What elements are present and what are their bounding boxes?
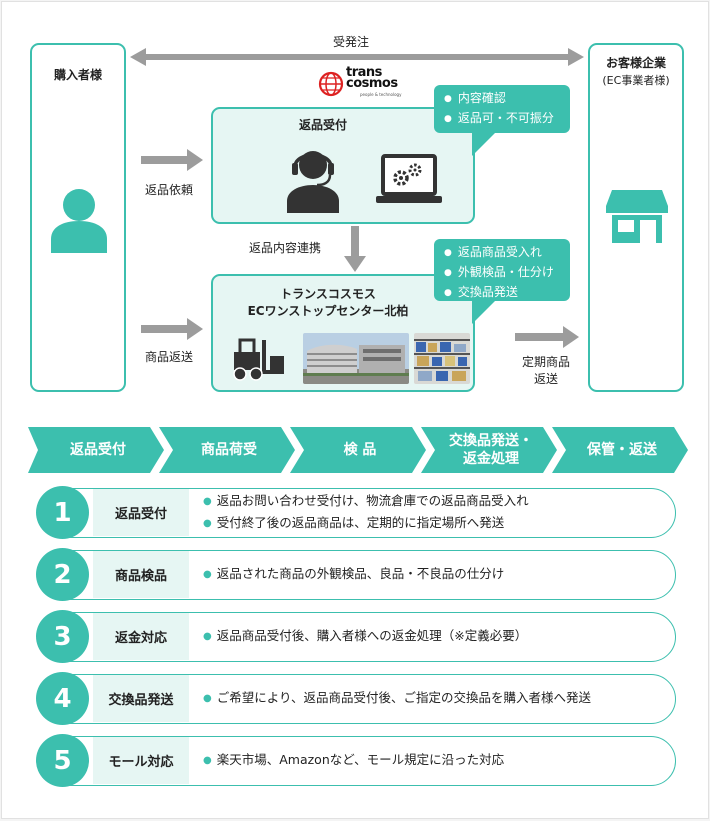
detail-row-3: 3 返金対応 返品商品受付後、購入者様への返金処理（※定義必要） — [36, 610, 676, 663]
reception-bubble-item: 返品可・不可振分 — [444, 109, 560, 129]
detail-row-4: 4 交換品発送 ご希望により、返品商品受付後、ご指定の交換品を購入者様へ発送 — [36, 672, 676, 725]
return-reception-title: 返品受付 — [298, 118, 347, 132]
order-label: 受発注 — [333, 35, 370, 49]
return-request-label: 返品依頼 — [145, 183, 194, 197]
row-item: 返品商品受付後、購入者様への返金処理（※定義必要） — [203, 626, 527, 648]
row-number: 2 — [36, 548, 89, 601]
center-bubble-tail — [472, 298, 498, 324]
process-step-bar: 返品受付 商品荷受 検 品 交換品発送・返金処理 保管・返送 — [28, 427, 688, 473]
periodic-return-label: 定期商品 返送 — [515, 354, 577, 388]
client-sublabel: (EC事業者様) — [602, 74, 670, 87]
detail-row-1: 1 返品受付 返品お問い合わせ受付け、物流倉庫での返品商品受入れ 受付終了後の返… — [36, 486, 676, 539]
warehouse-photo — [414, 333, 470, 384]
return-request-arrow — [141, 149, 203, 171]
step-label-3: 検 品 — [343, 442, 377, 458]
transcosmos-logo: trans cosmos people & technology — [318, 65, 408, 100]
purchaser-label: 購入者様 — [53, 68, 102, 82]
step-chevron-2 — [159, 427, 295, 473]
operator-headset-icon — [287, 151, 339, 213]
row-description: 返品商品受付後、購入者様への返金処理（※定義必要） — [203, 613, 527, 660]
row-item: ご希望により、返品商品受付後、ご指定の交換品を購入者様へ発送 — [203, 688, 591, 710]
step-chevron-4 — [421, 427, 557, 473]
step-chevrons — [28, 427, 688, 473]
product-return-arrow — [141, 318, 203, 340]
logo-tagline: people & technology — [360, 92, 402, 97]
forklift-icon — [233, 338, 284, 381]
center-bubble: 返品商品受入れ 外観検品・仕分け 交換品発送 — [434, 239, 570, 301]
center-bubble-item: 交換品発送 — [444, 283, 560, 303]
step-label-1: 返品受付 — [70, 442, 126, 458]
row-category: モール対応 — [93, 737, 189, 784]
step-chevron-3 — [290, 427, 426, 473]
return-reception-panel: 返品受付 — [211, 107, 475, 224]
center-bubble-item: 外観検品・仕分け — [444, 263, 560, 283]
client-label: お客様企業 — [605, 56, 666, 70]
periodic-return-line2: 返送 — [533, 372, 558, 386]
step-chevron-5 — [552, 427, 688, 473]
reception-bubble-tail — [472, 130, 498, 156]
step-chevron-1 — [28, 427, 164, 473]
center-title-line1: トランスコスモス — [280, 287, 376, 301]
step-label-4: 交換品発送・返金処理 — [449, 433, 533, 467]
periodic-return-line1: 定期商品 — [521, 355, 570, 369]
row-number: 5 — [36, 734, 89, 787]
row-item: 楽天市場、Amazonなど、モール規定に沿った対応 — [203, 750, 504, 772]
row-number: 3 — [36, 610, 89, 663]
row-category: 返金対応 — [93, 613, 189, 660]
row-number: 1 — [36, 486, 89, 539]
row-item: 返品された商品の外観検品、良品・不良品の仕分け — [203, 564, 505, 586]
content-link-arrow — [344, 226, 366, 272]
laptop-gear-icon — [376, 154, 442, 203]
logo-line2: cosmos — [346, 76, 398, 91]
center-title-line2: ECワンストップセンター北柏 — [247, 304, 409, 318]
row-category: 返品受付 — [93, 489, 189, 536]
content-link-label: 返品内容連携 — [249, 241, 322, 255]
row-category: 交換品発送 — [93, 675, 189, 722]
logo-line1: trans — [346, 65, 382, 80]
row-description: 返品された商品の外観検品、良品・不良品の仕分け — [203, 551, 505, 598]
store-icon — [606, 190, 668, 243]
step-label-2: 商品荷受 — [201, 442, 257, 458]
row-description: 楽天市場、Amazonなど、モール規定に沿った対応 — [203, 737, 504, 784]
reception-bubble-item: 内容確認 — [444, 89, 560, 109]
client-box: お客様企業 (EC事業者様) — [588, 43, 684, 392]
person-icon — [51, 189, 107, 253]
detail-row-5: 5 モール対応 楽天市場、Amazonなど、モール規定に沿った対応 — [36, 734, 676, 787]
row-description: 返品お問い合わせ受付け、物流倉庫での返品商品受入れ 受付終了後の返品商品は、定期… — [203, 489, 529, 536]
row-category: 商品検品 — [93, 551, 189, 598]
periodic-return-arrow — [515, 326, 579, 348]
detail-row-2: 2 商品検品 返品された商品の外観検品、良品・不良品の仕分け — [36, 548, 676, 601]
purchaser-box: 購入者様 — [30, 43, 126, 392]
globe-icon — [318, 71, 344, 97]
order-double-arrow — [130, 48, 584, 66]
row-description: ご希望により、返品商品受付後、ご指定の交換品を購入者様へ発送 — [203, 675, 591, 722]
row-number: 4 — [36, 672, 89, 725]
row-item: 返品お問い合わせ受付け、物流倉庫での返品商品受入れ — [203, 491, 529, 513]
center-bubble-item: 返品商品受入れ — [444, 243, 560, 263]
step-label-5: 保管・返送 — [587, 442, 657, 458]
row-item: 受付終了後の返品商品は、定期的に指定場所へ発送 — [203, 513, 529, 535]
product-return-label: 商品返送 — [145, 350, 194, 364]
building-photo — [303, 333, 409, 384]
ec-center-panel: トランスコスモス ECワンストップセンター北柏 — [211, 274, 475, 392]
reception-bubble: 内容確認 返品可・不可振分 — [434, 85, 570, 133]
